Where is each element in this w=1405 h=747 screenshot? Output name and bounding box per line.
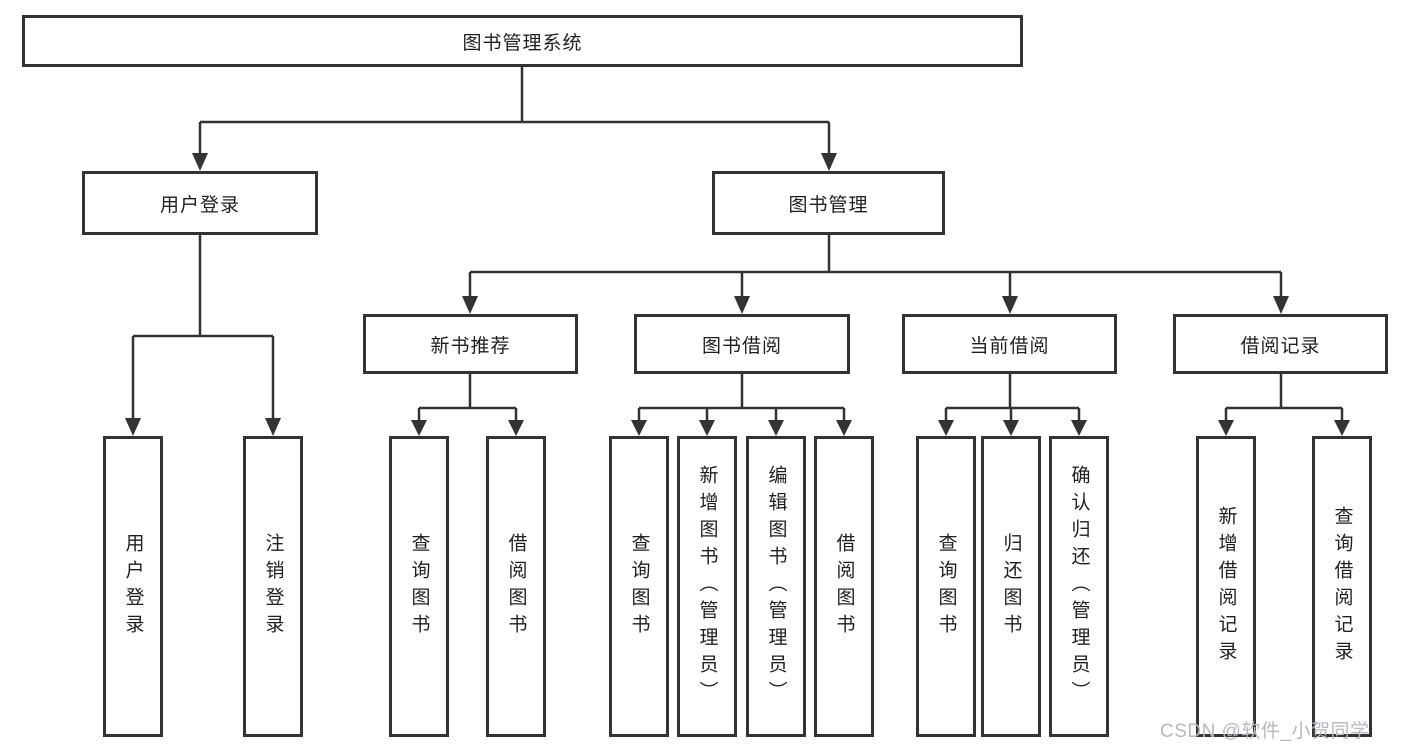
leaf-query-books-2: 查询图书 [609,436,669,737]
node-label: 新增借阅记录 [1215,505,1237,668]
csdn-watermark: CSDN @软件_小贺同学 [1160,721,1370,742]
node-label: 查询图书 [628,532,650,641]
node-library-management-system: 图书管理系统 [22,15,1023,67]
leaf-edit-books-admin: 编辑图书（管理员） [746,436,806,737]
leaf-user-login: 用户登录 [103,436,163,737]
node-label: 当前借阅 [969,335,1050,357]
node-label: 图书管理 [788,194,869,216]
leaf-borrow-books-1: 借阅图书 [486,436,546,737]
node-label: 新书推荐 [430,335,511,357]
node-label: 查询图书 [408,532,430,641]
node-label: 新增图书（管理员） [696,465,718,708]
node-label: 图书借阅 [701,335,782,357]
node-label: 用户登录 [122,532,144,641]
leaf-logout: 注销登录 [243,436,303,737]
node-current-borrowing: 当前借阅 [902,314,1117,374]
leaf-confirm-return-admin: 确认归还（管理员） [1049,436,1109,737]
node-label: 注销登录 [262,532,284,641]
leaf-query-books-1: 查询图书 [389,436,449,737]
leaf-borrow-books-2: 借阅图书 [814,436,874,737]
node-label: 编辑图书（管理员） [765,465,787,708]
node-borrowing-records: 借阅记录 [1173,314,1388,374]
leaf-return-books: 归还图书 [981,436,1041,737]
node-label: 归还图书 [1000,532,1022,641]
node-book-borrowing: 图书借阅 [634,314,850,374]
node-label: 查询借阅记录 [1331,505,1353,668]
node-book-management: 图书管理 [712,171,945,235]
node-new-book-recommendation: 新书推荐 [363,314,578,374]
node-label: 借阅图书 [505,532,527,641]
leaf-add-borrow-record: 新增借阅记录 [1196,436,1256,737]
node-label: 借阅记录 [1240,335,1321,357]
node-label: 借阅图书 [833,532,855,641]
leaf-query-books-3: 查询图书 [916,436,976,737]
node-label: 确认归还（管理员） [1068,465,1090,708]
node-label: 查询图书 [935,532,957,641]
node-label: 用户登录 [159,194,240,216]
leaf-query-borrow-record: 查询借阅记录 [1312,436,1372,737]
leaf-add-books-admin: 新增图书（管理员） [677,436,737,737]
node-user-login: 用户登录 [82,171,318,235]
node-label: 图书管理系统 [462,32,583,54]
